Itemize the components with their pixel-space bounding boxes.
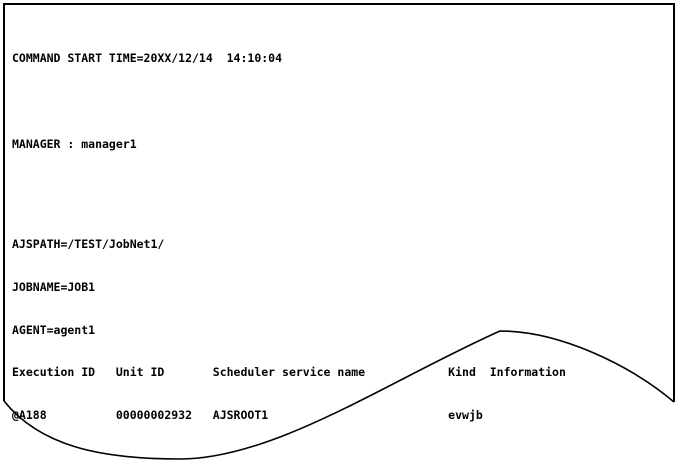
log-line-ajspath: AJSPATH=/TEST/JobNet1/ bbox=[12, 236, 165, 251]
log-line-manager: MANAGER : manager1 bbox=[12, 136, 137, 151]
log-line-column-header: Execution ID Unit ID Scheduler service n… bbox=[12, 365, 566, 380]
log-line-record: @A188 00000002932 AJSROOT1 evwjb bbox=[12, 408, 483, 423]
log-line-blank bbox=[12, 94, 672, 108]
log-line-jobname: JOBNAME=JOB1 bbox=[12, 279, 96, 294]
log-line-agent: AGENT=agent1 bbox=[12, 322, 96, 337]
log-line-command-start: COMMAND START TIME=20XX/12/14 14:10:04 bbox=[12, 50, 283, 65]
log-line-blank bbox=[12, 451, 672, 464]
window-border-bottom-wave-icon bbox=[3, 330, 675, 460]
window-border-right bbox=[673, 3, 675, 402]
window-border-top bbox=[3, 3, 675, 5]
window-border-left bbox=[3, 3, 5, 401]
console-log-text: COMMAND START TIME=20XX/12/14 14:10:04 M… bbox=[12, 8, 672, 464]
log-line-blank bbox=[12, 180, 672, 194]
